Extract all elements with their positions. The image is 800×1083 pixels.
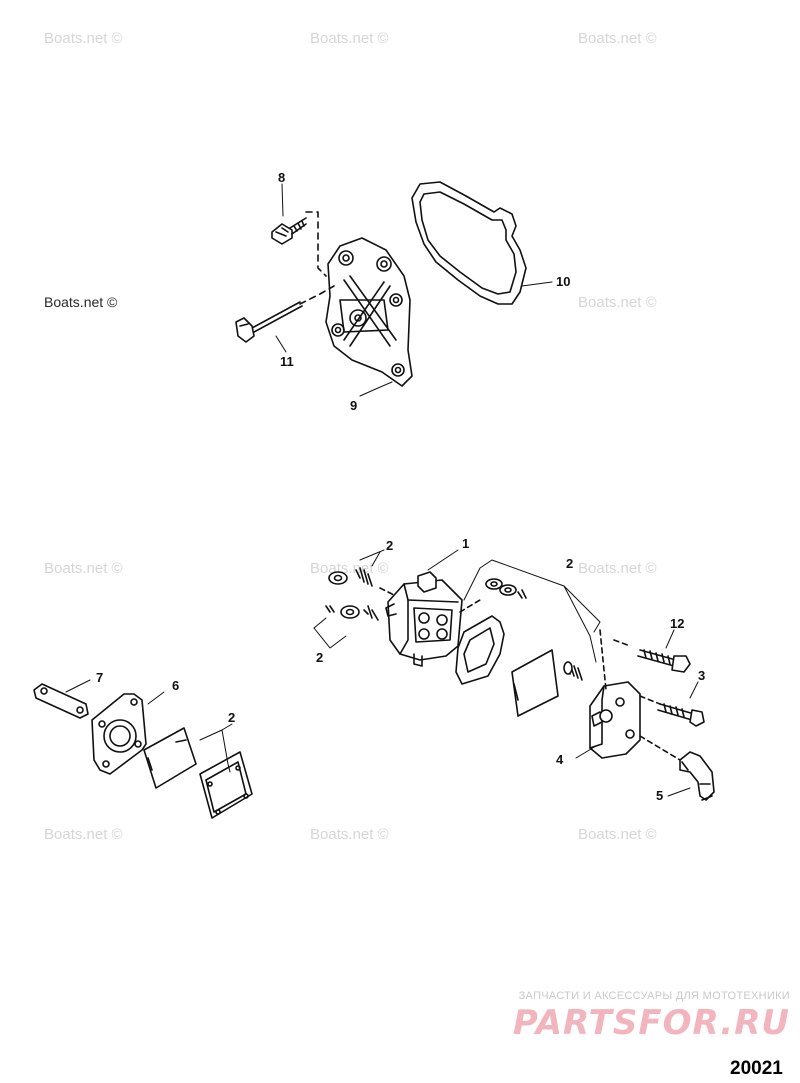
watermark: Boats.net © [44,30,123,47]
diagram-number: 20021 [730,1058,783,1079]
callout-8: 8 [278,170,285,185]
link-rod-part-7 [33,683,89,719]
watermark: Boats.net © [44,826,123,843]
watermark: Boats.net © [578,560,657,577]
gasket-part-2 [455,615,505,685]
pump-body-part-1 [385,571,463,667]
callout-11: 11 [280,354,294,369]
callout-2: 2 [316,650,323,665]
elbow-fitting-part-5 [679,751,715,801]
watermark: Boats.net © [578,294,657,311]
watermark: Boats.net © [310,560,389,577]
callout-labels: 1 2 2 2 2 3 4 5 6 7 8 9 10 11 12 [96,170,705,803]
washer-spring-set [485,578,583,681]
callout-5: 5 [656,788,663,803]
bolt-part-3 [657,703,705,727]
watermark: Boats.net © [44,294,118,310]
bolt-part-12 [637,649,691,673]
footer-tagline: ЗАПЧАСТИ И АКСЕССУАРЫ ДЛЯ МОТОТЕХНИКИ [518,990,790,1002]
site-logo: PARTSFOR.RU [512,1003,790,1043]
watermark: Boats.net © [310,826,389,843]
watermark: Boats.net © [578,30,657,47]
cover-plate-part-9 [325,237,413,387]
gasket-part-2 [199,751,253,819]
watermark: Boats.net © [44,560,123,577]
callout-4: 4 [556,752,564,767]
pump-cover-part-4 [589,681,641,759]
callout-7: 7 [96,670,103,685]
callout-12: 12 [670,616,684,631]
callout-6: 6 [172,678,179,693]
gasket-part-2 [143,727,197,789]
mounting-plate-part-6 [91,693,147,775]
callout-3: 3 [698,668,705,683]
gasket-part-10 [411,181,527,305]
bolt-part-8 [271,217,307,245]
callout-2: 2 [566,556,573,571]
callout-2: 2 [386,538,393,553]
callout-1: 1 [462,536,469,551]
rod-part-11 [235,301,303,343]
diaphragm-part-2 [511,649,559,717]
callout-10: 10 [556,274,570,289]
washer-spring-set [325,567,379,621]
callout-9: 9 [350,398,357,413]
watermark: Boats.net © [310,30,389,47]
callout-2: 2 [228,710,235,725]
watermark: Boats.net © [578,826,657,843]
